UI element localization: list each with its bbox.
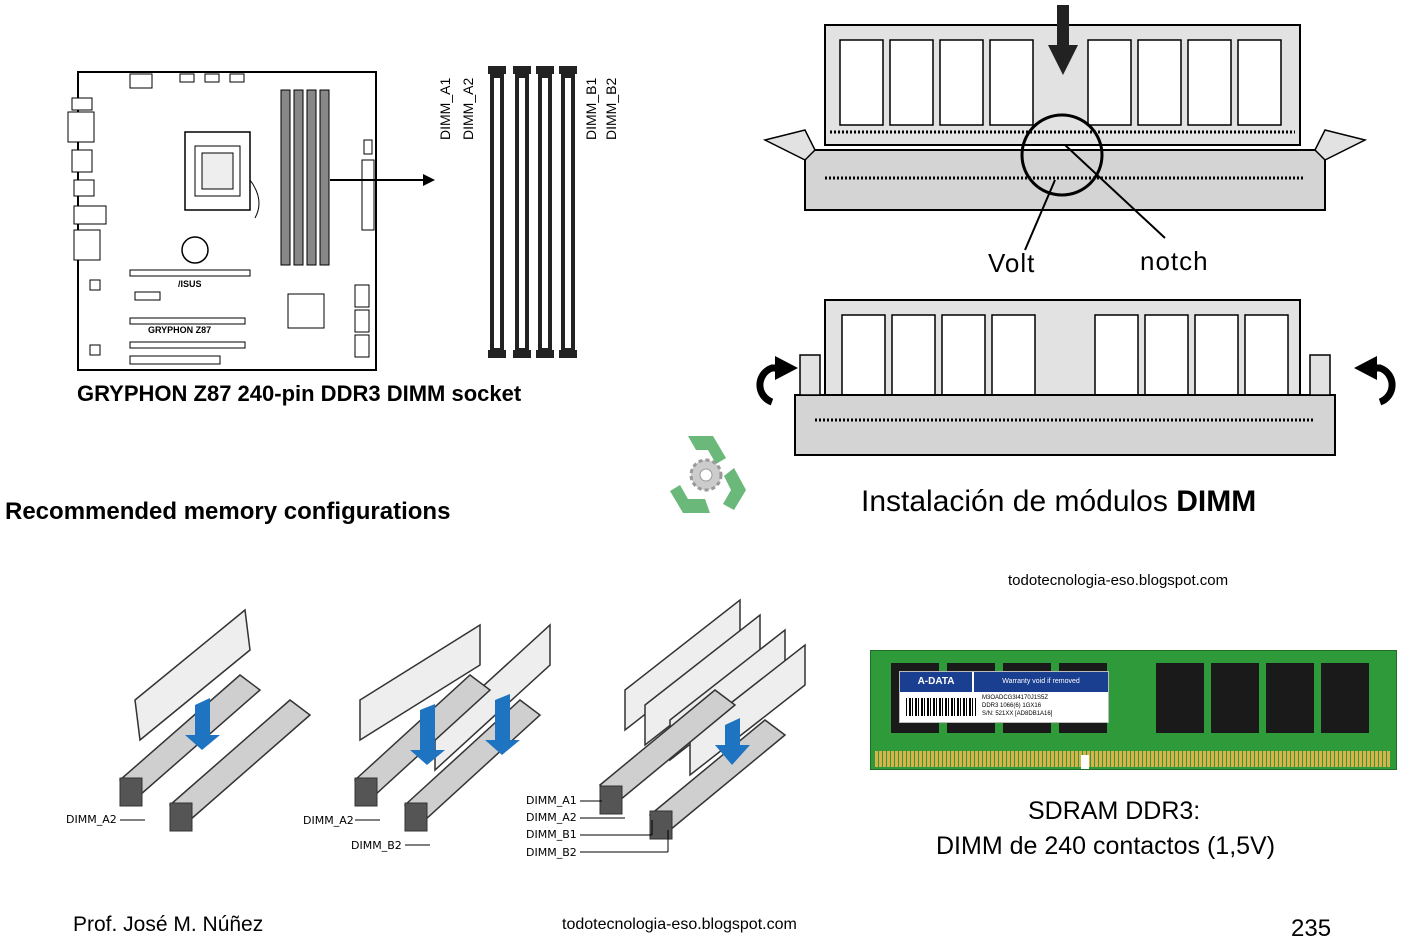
installation-title: Instalación de módulos DIMM bbox=[861, 485, 1256, 519]
dimm-slot-a2 bbox=[513, 66, 531, 358]
warranty-text: Warranty void if removed bbox=[974, 672, 1108, 692]
config-four-modules bbox=[598, 598, 806, 840]
sdram-caption-line1: SDRAM DDR3: bbox=[1028, 797, 1201, 825]
adata-logo: A-DATA bbox=[900, 672, 972, 692]
config3-label-b1: DIMM_B1 bbox=[526, 828, 577, 841]
gold-contacts bbox=[875, 751, 1390, 767]
config3-label-a1: DIMM_A1 bbox=[526, 794, 577, 807]
config1-label-a2: DIMM_A2 bbox=[66, 813, 117, 826]
config2-label-b2: DIMM_B2 bbox=[351, 839, 402, 852]
dimm-label-a1: DIMM_A1 bbox=[437, 77, 453, 140]
notch-label: notch bbox=[1140, 246, 1209, 276]
installation-title-bold: DIMM bbox=[1176, 485, 1257, 518]
sticker-line-3: S/N: 521XX [AD8DB1A16] bbox=[982, 711, 1053, 717]
dimm-label-b1: DIMM_B1 bbox=[583, 77, 599, 140]
module-sticker: A-DATA Warranty void if removed M3OADCG3… bbox=[899, 671, 1109, 723]
sticker-line-2: DDR3 1066(6) 1GX16 bbox=[982, 703, 1042, 709]
dimm-installation-diagram bbox=[756, 5, 1396, 456]
memory-chip bbox=[1266, 663, 1314, 733]
page-number: 235 bbox=[1291, 915, 1332, 942]
dimm-slot-a1 bbox=[488, 66, 506, 358]
sticker-line-1: M3OADCG3I4170J1S5Z bbox=[982, 695, 1049, 701]
volt-label: Volt bbox=[988, 248, 1036, 278]
config3-label-b2: DIMM_B2 bbox=[526, 846, 577, 859]
config2-label-a2: DIMM_A2 bbox=[303, 814, 354, 827]
footer-author: Prof. José M. Núñez bbox=[73, 913, 264, 936]
sdram-url: todotecnologia-eso.blogspot.com bbox=[1008, 572, 1229, 589]
motherboard-diagram bbox=[67, 66, 577, 371]
dimm-slot-b1 bbox=[536, 66, 554, 358]
installation-title-prefix: Instalación de módulos bbox=[861, 485, 1177, 518]
config-one-module bbox=[118, 608, 312, 832]
board-logo: /ISUS bbox=[178, 279, 202, 289]
board-label: GRYPHON Z87 bbox=[148, 325, 212, 335]
config-two-modules bbox=[353, 623, 551, 846]
dimm-label-a2: DIMM_A2 bbox=[460, 77, 476, 140]
footer-site: todotecnologia-eso.blogspot.com bbox=[562, 916, 797, 933]
motherboard-caption: GRYPHON Z87 240-pin DDR3 DIMM socket bbox=[77, 381, 522, 406]
recommended-heading: Recommended memory configurations bbox=[5, 498, 451, 525]
sdram-module: A-DATA Warranty void if removed M3OADCG3… bbox=[870, 650, 1397, 770]
config3-leader-lines bbox=[580, 800, 669, 853]
module-key-notch bbox=[1081, 755, 1089, 769]
memory-chip bbox=[1321, 663, 1369, 733]
sdram-caption-line2: DIMM de 240 contactos (1,5V) bbox=[936, 832, 1276, 860]
recycle-gear-icon bbox=[670, 436, 746, 513]
memory-chip bbox=[1156, 663, 1204, 733]
dimm-slot-b2 bbox=[559, 66, 577, 358]
dimm-label-b2: DIMM_B2 bbox=[603, 77, 619, 140]
config3-label-a2: DIMM_A2 bbox=[526, 811, 577, 824]
barcode bbox=[906, 698, 976, 716]
memory-configurations-diagram bbox=[118, 598, 806, 846]
memory-chip bbox=[1211, 663, 1259, 733]
